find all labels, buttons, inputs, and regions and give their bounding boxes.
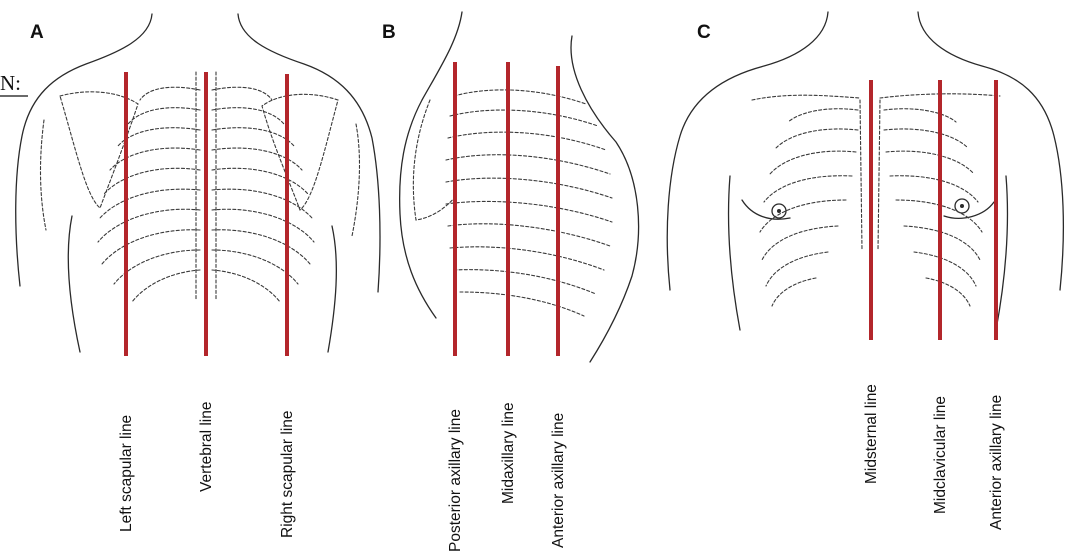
panel-a-shoulder-outline xyxy=(41,120,360,236)
panel-a-label-vertebral: Vertebral line xyxy=(198,402,215,492)
panel-b-ribs xyxy=(446,90,612,316)
panel-a-posterior-thorax: A Left scapular line Vertebral line xyxy=(16,14,380,538)
panel-c-clavicles xyxy=(752,94,1000,100)
panel-c-label-midclavicular: Midclavicular line xyxy=(932,396,949,514)
panel-c-label-midsternal: Midsternal line xyxy=(863,384,880,484)
panel-a-letter: A xyxy=(30,22,44,43)
panel-b-body-outline xyxy=(400,12,639,362)
panel-a-label-left-scapular: Left scapular line xyxy=(118,415,135,532)
panel-c-left-nipple-dot xyxy=(777,209,781,213)
panel-c-right-nipple-dot xyxy=(960,204,964,208)
panel-c-body-outline xyxy=(667,12,1063,330)
panel-b-label-midaxillary: Midaxillary line xyxy=(500,402,517,504)
panel-a-label-right-scapular: Right scapular line xyxy=(279,410,296,538)
panel-a-body-outline xyxy=(16,14,380,352)
panel-c-letter: C xyxy=(697,22,711,43)
panel-c-label-anterior-axillary: Anterior axillary line xyxy=(988,395,1005,530)
panel-b-label-posterior-axillary: Posterior axillary line xyxy=(447,409,464,552)
panel-c-anterior-thorax: C Midsternal line Midclavicular line xyxy=(667,12,1063,530)
panel-b-lateral-thorax: B Posterior axillary line Midaxillary li… xyxy=(382,12,639,552)
panel-b-label-anterior-axillary: Anterior axillary line xyxy=(550,413,567,548)
panel-b-arm-outline xyxy=(413,100,456,220)
page-fragment-text: N: xyxy=(0,71,21,95)
panel-a-right-scapula xyxy=(262,94,338,210)
panel-b-letter: B xyxy=(382,22,396,43)
